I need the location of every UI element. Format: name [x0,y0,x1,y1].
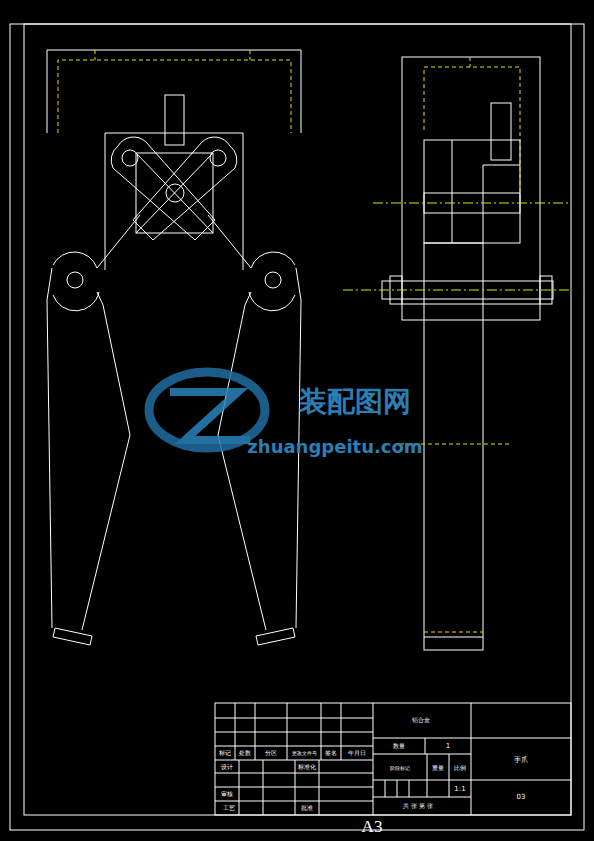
table-cell: 签名 [325,750,337,756]
table-cell: 处数 [239,750,251,756]
table-cell: 1:1 [454,786,465,793]
sheet-size: A3 [362,818,383,835]
watermark-logo [149,372,265,448]
title-block [215,703,571,815]
table-cell: 1 [446,743,450,750]
table-cell: 阶段标记 [390,766,410,771]
center-lines [343,203,570,290]
table-cell: 比例 [454,765,466,771]
table-cell: 标记 [219,750,231,756]
table-cell: 重量 [432,765,444,771]
table-cell: 03 [517,794,526,801]
table-cell: 工艺 [223,805,235,811]
table-cell: 标准化 [298,764,316,770]
frame [24,24,571,815]
table-cell: 批准 [301,805,313,811]
hidden-lines [58,50,520,632]
table-cell: 设计 [221,764,233,770]
table-cell: 分区 [265,750,277,756]
sheet-border [10,24,584,830]
watermark: 装配图网 [299,388,411,416]
table-cell: 铝合金 [412,717,430,723]
front-view [47,50,301,645]
title-text: 手爪 [514,757,528,764]
table-cell: 审核 [221,791,233,797]
table-cell: 数量 [393,743,405,749]
side-view [382,57,553,650]
watermark: zhuangpeitu.com [247,438,422,456]
table-cell: 共 张 第 张 [403,803,433,809]
table-cell: 更改文件号 [292,751,317,756]
table-cell: 年月日 [348,750,366,756]
